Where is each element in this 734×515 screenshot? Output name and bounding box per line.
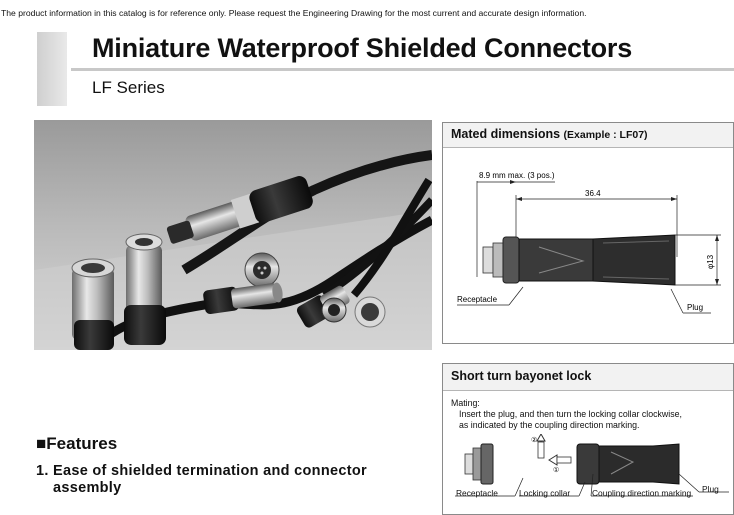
mating-instructions: Mating: Insert the plug, and then turn t… [451, 398, 682, 431]
mated-title-text: Mated dimensions [451, 127, 561, 141]
label-plug: Plug [687, 303, 703, 312]
bayonet-label-plug: Plug [702, 484, 719, 494]
feature-number: 1. [36, 463, 49, 479]
dim-max-label: 8.9 mm max. (3 pos.) [479, 171, 555, 180]
bayonet-lock-panel: Short turn bayonet lock Mating: Insert t… [442, 363, 734, 515]
square-bullet-icon: ■ [36, 434, 47, 453]
dim-dia-label: φ13 [706, 254, 715, 269]
features-heading-text: Features [46, 434, 118, 453]
mating-line-1: Insert the plug, and then turn the locki… [459, 409, 682, 419]
panel-header: Short turn bayonet lock [443, 364, 733, 391]
mating-label: Mating: [451, 398, 480, 408]
feature-line-2: assembly [53, 480, 122, 496]
disclaimer-text: The product information in this catalog … [1, 8, 587, 18]
feature-line-1: Ease of shielded termination and connect… [53, 463, 367, 479]
page-title: Miniature Waterproof Shielded Connectors [92, 33, 633, 63]
features-heading: ■Features [36, 434, 117, 454]
step-2-marker: ② [531, 436, 537, 444]
series-subtitle: LF Series [92, 78, 165, 97]
bayonet-label-receptacle: Receptacle [456, 488, 498, 498]
dim-length-label: 36.4 [585, 189, 601, 198]
mated-dimensions-title: Mated dimensions (Example : LF07) [451, 127, 648, 141]
title-tab-decoration [37, 32, 67, 106]
mated-dimensions-drawing: 8.9 mm max. (3 pos.) 36.4 φ13 Receptacle… [457, 171, 721, 314]
bayonet-label-coupling: Coupling direction marking [592, 488, 692, 498]
mated-dimensions-panel: Mated dimensions (Example : LF07) 8.9 mm… [442, 122, 734, 344]
panel-header: Mated dimensions (Example : LF07) [443, 123, 733, 148]
feature-item-1: 1.Ease of shielded termination and conne… [36, 463, 436, 497]
product-photo [34, 120, 432, 350]
bayonet-title: Short turn bayonet lock [451, 369, 592, 383]
step-1-marker: ① [553, 466, 559, 474]
mated-example-text: (Example : LF07) [563, 129, 648, 141]
mating-line-2: as indicated by the coupling direction m… [459, 420, 640, 430]
title-underline [71, 68, 734, 71]
label-receptacle: Receptacle [457, 295, 498, 304]
bayonet-lock-drawing: ② ① [455, 434, 729, 497]
bayonet-label-locking-collar: Locking collar [519, 488, 571, 498]
